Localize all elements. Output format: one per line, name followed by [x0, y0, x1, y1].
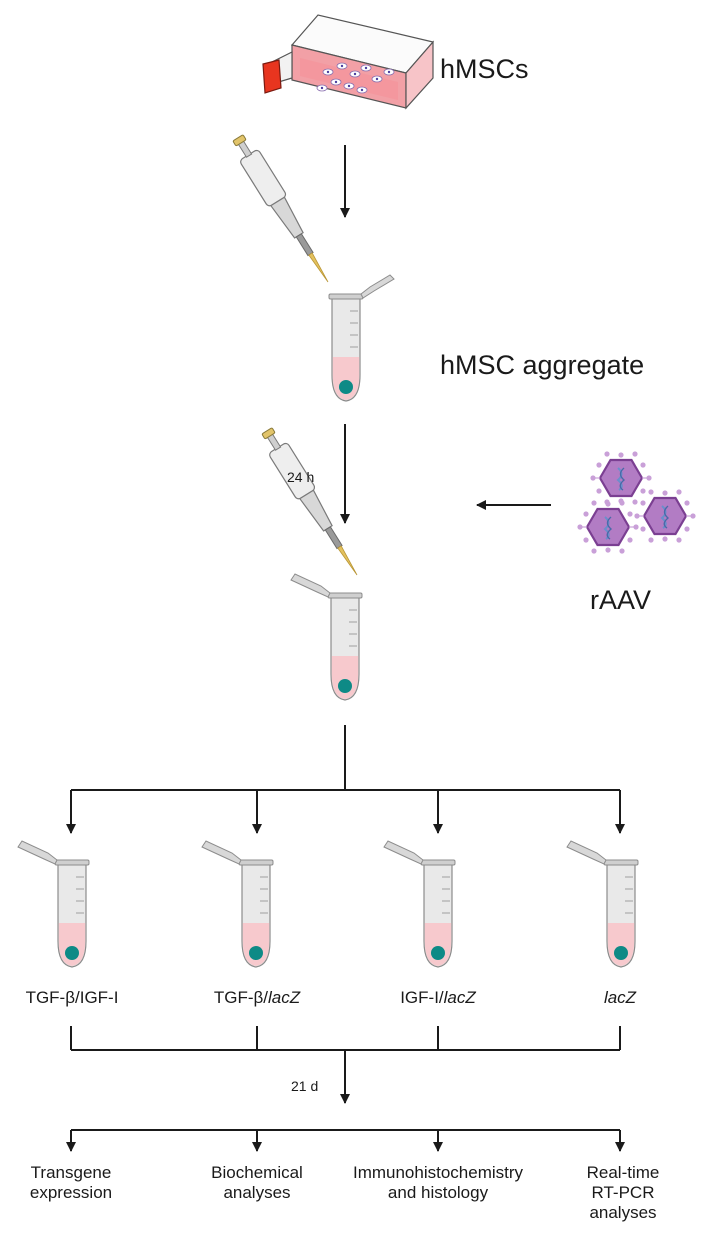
group-label-2: TGF-β/lacZ [213, 988, 301, 1007]
virus-icon [576, 499, 640, 555]
label-time-24h: 24 h [287, 469, 315, 485]
label-hmsc-aggregate: hMSC aggregate [440, 350, 645, 380]
pipette-transduction-icon [256, 424, 367, 582]
group-label-3: IGF-I/lacZ [400, 988, 476, 1007]
split-bracket [66, 725, 625, 834]
tube-group-3-icon [383, 840, 456, 968]
virus-icon [633, 488, 697, 544]
tube-group-4-icon [566, 840, 639, 968]
tube-aggregate-icon [328, 274, 395, 402]
group-label-1: TGF-β/IGF-I [25, 988, 119, 1007]
tube-group-2-icon [201, 840, 274, 968]
analysis-bracket [66, 1129, 625, 1152]
label-time-21d: 21 d [291, 1078, 319, 1094]
label-hmscs: hMSCs [440, 54, 529, 84]
group-label-4: lacZ [603, 988, 637, 1007]
tube-group-1-icon [17, 840, 90, 968]
merge-bracket [70, 1026, 621, 1104]
pipette-icon [227, 131, 338, 289]
virus-icon [589, 450, 653, 506]
tube-transduced-icon [290, 573, 363, 701]
culture-flask-icon [262, 14, 435, 110]
label-raav: rAAV [590, 585, 652, 615]
